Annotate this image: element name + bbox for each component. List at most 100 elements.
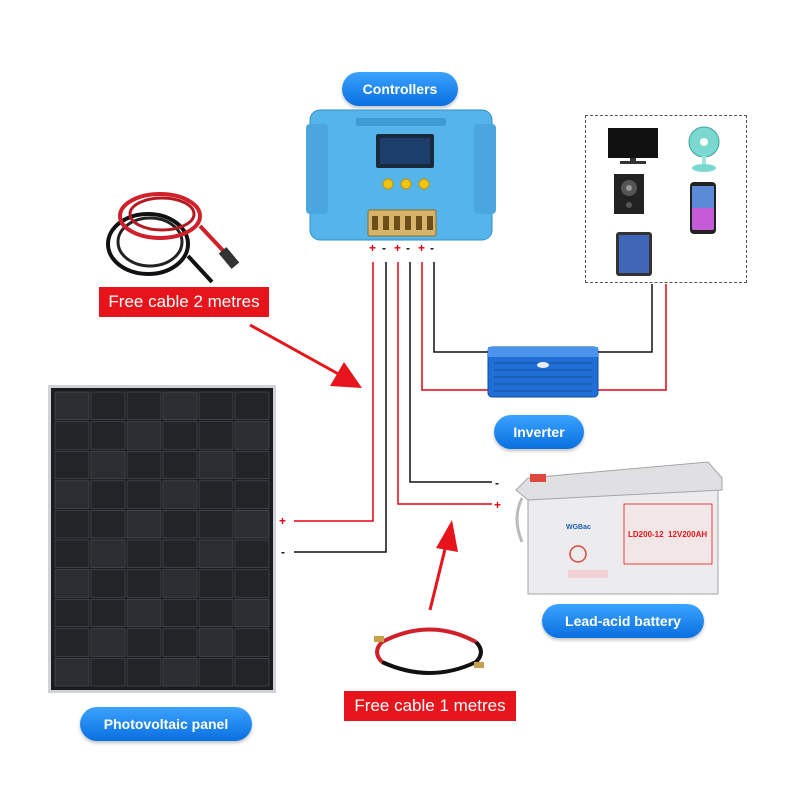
cable-2m-label: Free cable 2 metres [99, 287, 269, 317]
solar-cell [126, 421, 162, 450]
solar-cell [234, 569, 270, 598]
solar-cell [198, 628, 234, 657]
solar-cell [54, 598, 90, 628]
solar-cell [234, 539, 270, 568]
wire-ac-out-1 [598, 284, 653, 353]
solar-cell [162, 450, 198, 480]
solar-cell [234, 450, 270, 480]
controller-terminal-2: - [382, 241, 386, 255]
solar-cell [198, 391, 234, 420]
wire-load-negative [433, 262, 488, 353]
wire-battery-positive [397, 262, 492, 505]
battery-model: LD200-12 [628, 530, 664, 539]
solar-cell [54, 510, 90, 539]
solar-cell [198, 510, 234, 539]
solar-cell [198, 421, 234, 450]
wire-battery-negative [409, 262, 492, 483]
cable-2m-image [100, 186, 250, 296]
inverter [486, 343, 600, 400]
solar-cell [126, 569, 162, 598]
battery-graphic [515, 461, 723, 595]
solar-cell [126, 658, 162, 687]
cable-1m-image [370, 622, 490, 682]
solar-cell [162, 658, 198, 687]
battery-terminal-positive: + [494, 498, 502, 512]
controller-terminal-4: - [406, 241, 410, 255]
solar-cell [234, 510, 270, 539]
solar-cell [90, 450, 126, 480]
solar-cell [90, 510, 126, 539]
panel-terminal-negative: - [281, 545, 285, 559]
lead-acid-battery [508, 458, 728, 598]
controller-graphic [306, 109, 496, 241]
solar-cell [126, 480, 162, 509]
controller-terminal-5: + [418, 241, 426, 255]
solar-cell [198, 480, 234, 509]
solar-cell [162, 539, 198, 568]
solar-cell [234, 421, 270, 450]
solar-cell [126, 510, 162, 539]
panel-terminal-positive: + [279, 514, 287, 528]
solar-cell [126, 450, 162, 480]
solar-cell [54, 421, 90, 450]
wire-pv-positive [294, 262, 374, 522]
solar-cell [234, 598, 270, 628]
solar-cell [90, 480, 126, 509]
solar-cell [162, 569, 198, 598]
solar-cell [90, 569, 126, 598]
solar-cell [162, 391, 198, 420]
controller-terminal-6: - [430, 241, 434, 255]
solar-cell [54, 569, 90, 598]
solar-cell [234, 480, 270, 509]
solar-cell [54, 658, 90, 687]
solar-cell [90, 539, 126, 568]
wire-pv-negative [294, 262, 387, 553]
loads-graphic [608, 126, 720, 276]
wire-ac-out-2 [598, 284, 667, 391]
solar-cell [54, 391, 90, 420]
speaker-icon [614, 174, 644, 214]
solar-cell [162, 480, 198, 509]
arrow-cable-2m [249, 323, 362, 388]
solar-cell [198, 450, 234, 480]
solar-cell [126, 598, 162, 628]
solar-cell [162, 598, 198, 628]
solar-cell [90, 598, 126, 628]
solar-cell [54, 539, 90, 568]
solar-cell [54, 628, 90, 657]
photovoltaic-panel [48, 385, 276, 693]
battery-terminal-negative: - [495, 476, 499, 490]
solar-cell [198, 658, 234, 687]
tv-icon [608, 128, 658, 164]
solar-cell [198, 598, 234, 628]
cable-1m-graphic [374, 627, 484, 675]
solar-cell [162, 510, 198, 539]
solar-cell [126, 628, 162, 657]
solar-cell [90, 658, 126, 687]
solar-cell [126, 391, 162, 420]
battery-label: Lead-acid battery [542, 604, 704, 638]
solar-cell [90, 628, 126, 657]
solar-cell [126, 539, 162, 568]
arrow-cable-1m [428, 520, 458, 611]
panel-label: Photovoltaic panel [80, 707, 252, 741]
solar-cell [162, 628, 198, 657]
loads-box [585, 115, 747, 283]
fan-icon [688, 126, 720, 172]
wire-load-positive [421, 262, 488, 391]
solar-charge-controller [306, 106, 496, 244]
solar-cell [198, 569, 234, 598]
solar-cell [234, 628, 270, 657]
controllers-label: Controllers [342, 72, 458, 106]
solar-cell [90, 421, 126, 450]
controller-terminal-3: + [394, 241, 402, 255]
solar-cell [198, 539, 234, 568]
solar-cell [234, 658, 270, 687]
solar-cell [234, 391, 270, 420]
solar-cell [54, 450, 90, 480]
solar-cell [54, 480, 90, 509]
cable-2m-graphic [106, 192, 240, 284]
solar-cell [162, 421, 198, 450]
tablet-icon [616, 232, 652, 276]
